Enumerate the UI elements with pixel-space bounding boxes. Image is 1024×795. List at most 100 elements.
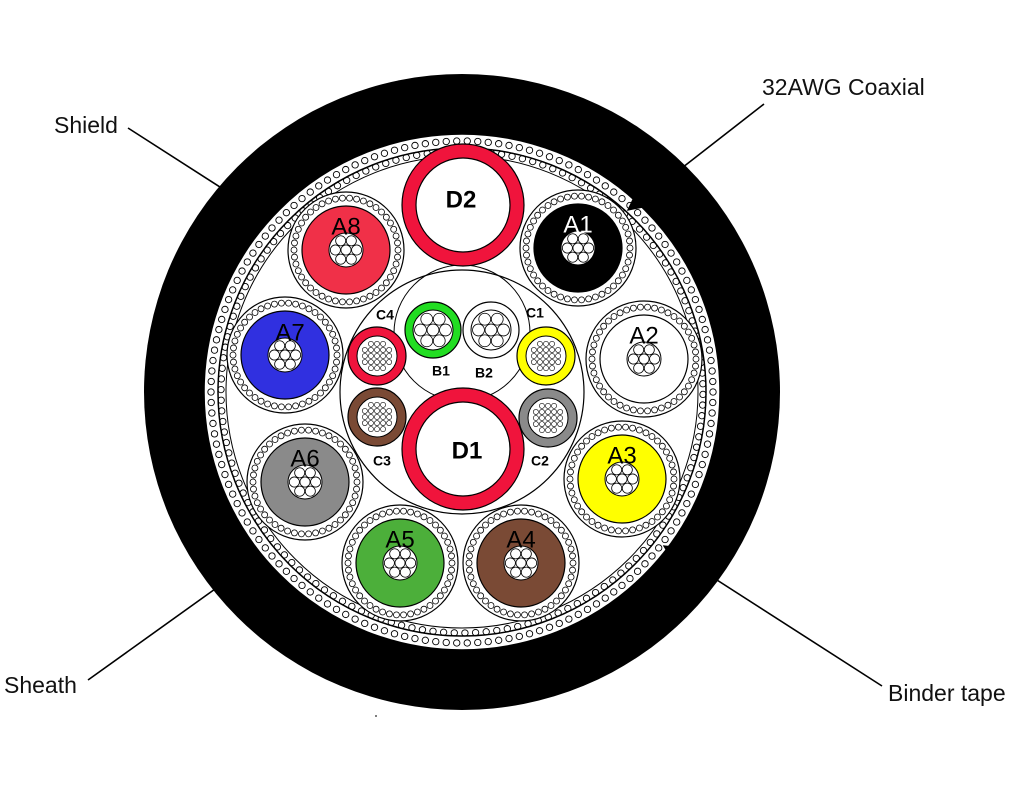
c4-strand <box>374 347 380 353</box>
shield-wire <box>282 567 291 575</box>
shield-wire <box>432 637 440 646</box>
shield-wire <box>535 627 544 635</box>
a5-braid-wire <box>420 513 428 521</box>
a2-braid-wire <box>644 407 651 415</box>
a4-braid-wire <box>473 532 480 540</box>
a1-braid-wire <box>564 193 571 201</box>
shield-wire <box>268 224 276 232</box>
a8-strand <box>335 235 347 247</box>
c1-strand <box>555 353 561 359</box>
shield-wire <box>342 165 350 174</box>
a8-braid-wire <box>372 289 380 296</box>
a6-braid-wire <box>257 505 264 513</box>
a8-braid-wire <box>332 297 339 305</box>
shield-wire <box>243 258 251 266</box>
a3-braid-wire <box>654 437 661 445</box>
a2-braid-wire <box>685 382 692 390</box>
a3-braid-wire <box>666 496 674 504</box>
a6-braid-wire <box>257 451 264 459</box>
a5-braid-wire <box>361 521 368 529</box>
shield-wire <box>583 605 592 614</box>
c2-strand <box>551 403 557 409</box>
a8-strand <box>329 244 341 256</box>
shield-wire <box>601 182 609 190</box>
a2-braid-wire <box>690 341 698 349</box>
conductor-c1: C1 <box>516 305 576 386</box>
a8-braid-wire <box>307 284 314 292</box>
a8-braid-wire <box>290 246 298 254</box>
shield-wire <box>525 630 534 638</box>
a2-braid-wire <box>623 306 630 314</box>
a1-braid-wire <box>571 192 578 200</box>
a1-braid-wire <box>526 223 534 231</box>
a6-braid-wire <box>261 445 269 453</box>
a1-braid-wire <box>622 223 630 231</box>
a1-braid-wire <box>624 258 632 266</box>
shield-wire <box>323 600 332 608</box>
conductor-a6: A6 <box>246 423 364 541</box>
shield-wire <box>453 639 461 647</box>
shield-wire <box>268 552 276 560</box>
shield-wire <box>209 356 217 365</box>
a1-strand <box>577 233 589 245</box>
a7-strand <box>284 340 296 352</box>
a5-braid-wire <box>348 580 356 588</box>
a5-braid-wire <box>441 586 448 594</box>
shield-wire <box>515 143 523 152</box>
a6-braid-wire <box>266 440 273 448</box>
a4-braid-wire <box>521 507 528 515</box>
shield-wire <box>610 588 618 596</box>
a1-braid-wire <box>585 193 592 201</box>
a7-braid-wire <box>241 318 249 326</box>
a7-braid-wire <box>292 402 299 410</box>
a7-braid-wire <box>305 305 313 313</box>
c3-strand <box>386 408 392 414</box>
a1-braid-wire <box>571 296 578 304</box>
c1-strand <box>555 347 561 353</box>
c1-label: C1 <box>526 305 544 321</box>
a1-braid-wire <box>604 202 612 209</box>
a2-braid-wire <box>670 398 678 405</box>
a4-braid-wire <box>567 573 575 581</box>
a8-braid-wire <box>312 204 320 211</box>
a6-braid-wire <box>277 524 285 532</box>
shield-wire <box>421 636 429 644</box>
a3-braid-wire <box>601 426 608 434</box>
a3-braid-wire <box>629 424 636 432</box>
a6-braid-wire <box>305 530 312 538</box>
a4-braid-wire <box>493 605 501 613</box>
shield-wire <box>243 518 251 526</box>
a3-strand <box>611 482 623 494</box>
a8-braid-wire <box>392 260 400 268</box>
a1-braid-wire <box>626 244 634 252</box>
shield-wire <box>583 170 592 179</box>
a1-braid-wire <box>578 296 585 304</box>
c1-strand <box>543 347 549 353</box>
a6-braid-wire <box>319 527 326 535</box>
a6-braid-wire <box>349 457 357 465</box>
c3-strand <box>374 426 380 432</box>
a7-braid-wire <box>278 299 285 307</box>
a6-braid-wire <box>271 436 279 443</box>
a2-braid-wire <box>589 348 596 356</box>
a5-braid-wire <box>379 608 386 616</box>
b1-label: B1 <box>432 363 450 379</box>
a3-braid-wire <box>636 524 643 532</box>
a5-braid-wire <box>345 552 352 560</box>
c4-strand <box>374 359 380 365</box>
a7-braid-wire <box>305 397 313 405</box>
b2-strand <box>478 334 492 348</box>
a5-label: A5 <box>385 526 414 553</box>
a4-strand <box>510 548 522 560</box>
a6-braid-wire <box>346 451 353 459</box>
shield-wire <box>673 258 681 266</box>
c1-strand <box>537 353 543 359</box>
a4-braid-wire <box>557 526 565 534</box>
a7-braid-wire <box>229 351 237 359</box>
a4-braid-wire <box>507 508 514 516</box>
shield-wire <box>708 367 716 375</box>
a1-braid-wire <box>557 195 564 203</box>
a5-braid-wire <box>356 592 364 600</box>
a3-braid-wire <box>578 442 586 450</box>
a6-braid-wire <box>337 440 344 448</box>
